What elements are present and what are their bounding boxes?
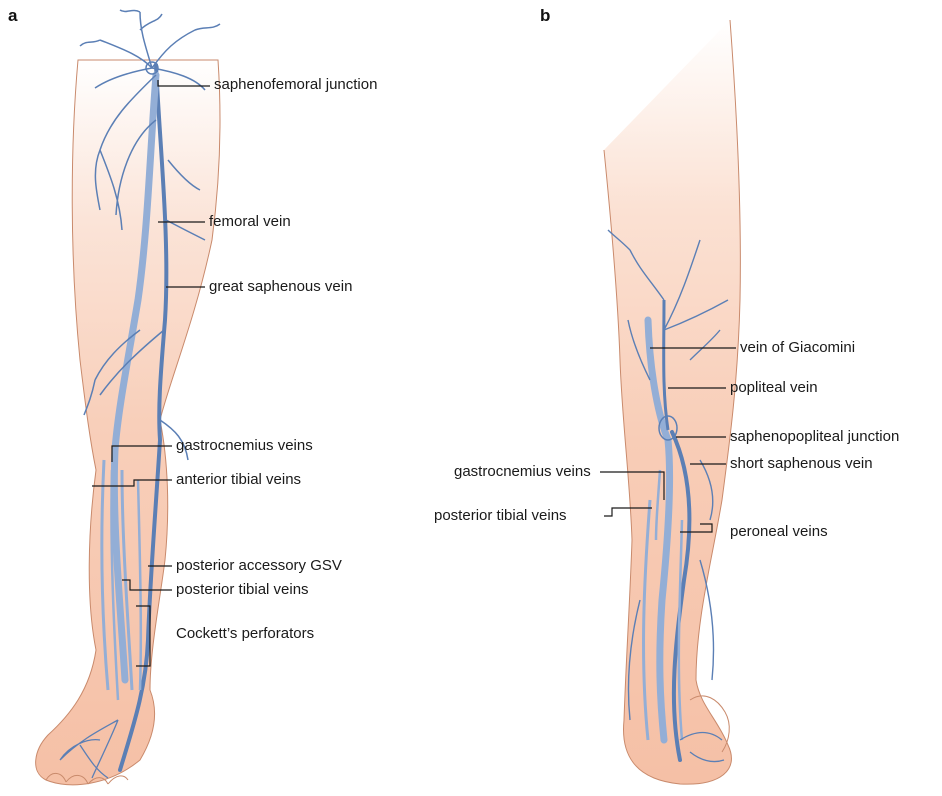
label-posterior-tibial-veins-b: posterior tibial veins [434, 507, 567, 525]
label-posterior-accessory-gsv: posterior accessory GSV [176, 557, 342, 575]
label-saphenopopliteal-junction: saphenopopliteal junction [730, 428, 899, 446]
label-peroneal-veins: peroneal veins [730, 523, 828, 541]
label-gastrocnemius-veins-b: gastrocnemius veins [454, 463, 591, 481]
label-anterior-tibial-veins: anterior tibial veins [176, 471, 301, 489]
leg-b-skin [604, 20, 740, 784]
leg-a-front [36, 10, 220, 785]
label-vein-of-giacomini: vein of Giacomini [740, 339, 855, 357]
label-short-saphenous-vein: short saphenous vein [730, 455, 873, 473]
label-cocketts-perforators: Cockett’s perforators [176, 625, 314, 643]
label-femoral-vein: femoral vein [209, 213, 291, 231]
label-posterior-tibial-veins-a: posterior tibial veins [176, 581, 309, 599]
panel-letter-a: a [8, 6, 17, 26]
panel-letter-b: b [540, 6, 550, 26]
leg-b-back [600, 20, 740, 784]
label-great-saphenous-vein: great saphenous vein [209, 278, 352, 296]
label-gastrocnemius-veins-a: gastrocnemius veins [176, 437, 313, 455]
label-popliteal-vein: popliteal vein [730, 379, 818, 397]
label-saphenofemoral-junction: saphenofemoral junction [214, 76, 377, 94]
